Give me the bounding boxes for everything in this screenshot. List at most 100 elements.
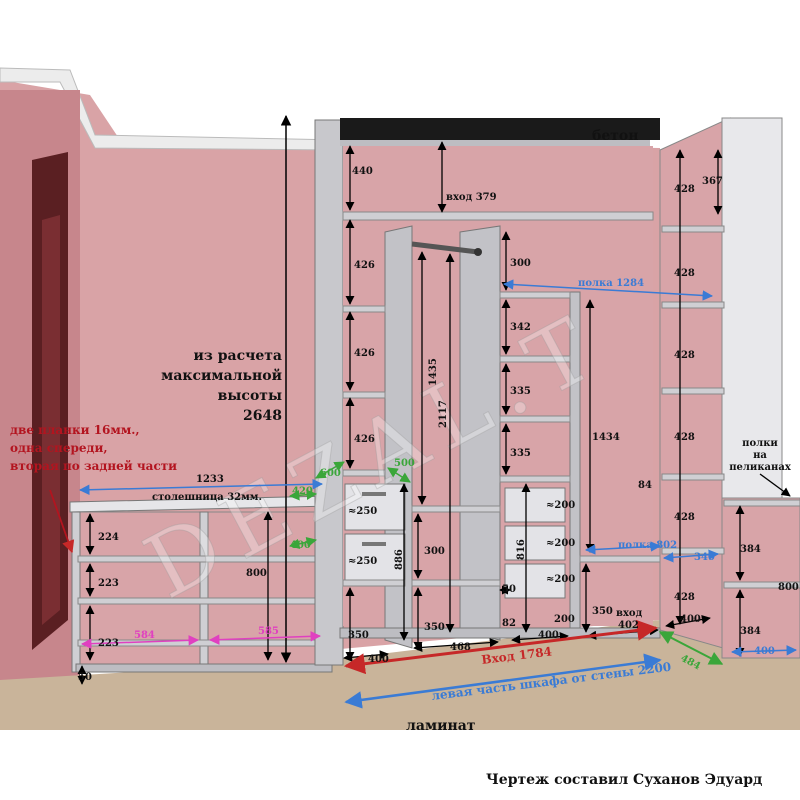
dim-200c: ≈200 — [546, 574, 575, 585]
dim-426a: 426 — [354, 260, 375, 271]
dim-2117: 2117 — [438, 400, 449, 428]
drawer-l1 — [344, 483, 406, 531]
calc-note-line-3: высоты — [218, 388, 282, 404]
wardrobe-left-side — [314, 119, 344, 666]
drawer-m1 — [504, 487, 566, 523]
dim-vhod379: вход 379 — [446, 192, 497, 203]
dim-335a: 335 — [510, 386, 531, 397]
dim-223b: 223 — [98, 638, 119, 649]
handle-l1 — [362, 492, 386, 496]
dim-340: 340 — [694, 552, 715, 563]
arrow-584 — [80, 635, 200, 649]
dim-vhod-label: вход — [616, 608, 643, 619]
arrow-600 — [315, 461, 345, 479]
calc-note-line-2: максимальной — [161, 367, 282, 384]
dim-400-far: 400 — [754, 646, 775, 657]
shelf-fr1 — [723, 499, 800, 507]
dim-223a: 223 — [98, 578, 119, 589]
dim-428f: 428 — [674, 592, 695, 603]
dim-250b: ≈250 — [348, 556, 377, 567]
dim-shelf-1284: полка 1284 — [578, 278, 644, 289]
dim-342: 342 — [510, 322, 531, 333]
dim-886: 886 — [394, 549, 405, 570]
ceiling — [0, 0, 800, 125]
wardrobe-top — [340, 140, 650, 146]
door-inner — [42, 215, 60, 625]
dim-250a: ≈250 — [348, 506, 377, 517]
dim-367: 367 — [702, 176, 723, 187]
planks-note-line-3: вторая по задней части — [10, 459, 177, 473]
dim-line-400-rc — [665, 614, 711, 630]
shelf-l4 — [342, 579, 406, 587]
drawer-m2 — [504, 525, 566, 561]
shelf-c2 — [411, 579, 501, 587]
wardrobe — [314, 117, 800, 666]
countertop-label: столешница 32мм. — [152, 492, 262, 503]
dim-426c: 426 — [354, 434, 375, 445]
shelf-l1 — [342, 305, 386, 313]
dim-428c: 428 — [674, 350, 695, 361]
shelf-m1 — [499, 291, 571, 299]
shelf-rc3 — [661, 387, 725, 395]
right-column — [659, 117, 731, 651]
dim-600: 600 — [320, 468, 341, 479]
arrow-585 — [208, 631, 322, 645]
dim-50-m: 50 — [502, 584, 516, 595]
handle-l2 — [362, 542, 386, 546]
dim-440: 440 — [352, 166, 373, 177]
rod-end — [474, 248, 482, 256]
shelf-m2 — [499, 355, 571, 363]
cabinet-plinth — [75, 663, 333, 673]
arrow-planks — [49, 489, 75, 554]
dim-426b: 426 — [354, 348, 375, 359]
dim-1434: 1434 — [592, 432, 620, 443]
dim-84: 84 — [638, 480, 652, 491]
planks-note-line-1: две планки 16мм., — [10, 423, 140, 437]
dim-384b: 384 — [740, 626, 761, 637]
dim-300-c: 300 — [424, 546, 445, 557]
shelf-l2 — [342, 391, 386, 399]
top-rail — [340, 118, 660, 140]
calc-note-line-4: 2648 — [243, 408, 282, 424]
dim-585: 585 — [258, 626, 279, 637]
dim-224: 224 — [98, 532, 119, 543]
dim-300-m: 300 — [510, 258, 531, 269]
dim-500: 500 — [394, 458, 415, 469]
shelves-note-line-1: полки — [742, 438, 778, 449]
shelf-m4 — [499, 475, 571, 483]
dim-400-bm: 400 — [538, 630, 559, 641]
arrow-802 — [584, 541, 662, 555]
shelf-m3 — [499, 415, 571, 423]
dim-200a: ≈200 — [546, 500, 575, 511]
dim-400-green: 400 — [290, 540, 311, 551]
shelves-note-line-3: пеликанах — [729, 462, 792, 473]
arrow-1233 — [78, 478, 324, 496]
shelves-note: полки на пеликанах — [729, 438, 792, 473]
hanging-rod — [411, 241, 479, 255]
dim-1435: 1435 — [428, 358, 439, 386]
dim-350-r: 350 — [592, 606, 613, 617]
dim-584: 584 — [134, 630, 155, 641]
right-lower-end-panel — [721, 497, 800, 659]
cabinet-left-panel — [71, 511, 81, 673]
arrow-400-green — [288, 537, 318, 549]
shelf-rc2 — [661, 301, 725, 309]
concrete-label: бетон — [592, 128, 639, 144]
dim-384a: 384 — [740, 544, 761, 555]
dim-428b: 428 — [674, 268, 695, 279]
right-end-panel — [721, 117, 783, 499]
top-shelf — [342, 211, 654, 221]
shelf-r-long — [579, 555, 661, 563]
arrow-1284 — [502, 279, 714, 301]
dim-468: 468 — [450, 642, 471, 653]
shelves-note-line-2: на — [753, 450, 767, 461]
author-credit: Чертеж составил Суханов Эдуард — [486, 772, 763, 788]
dim-82: 82 — [502, 618, 516, 629]
laminate-label: ламинат — [406, 718, 476, 734]
dim-428d: 428 — [674, 432, 695, 443]
dim-428a: 428 — [674, 184, 695, 195]
dim-350-left: 350 — [348, 630, 369, 641]
arrow-500 — [387, 467, 411, 483]
planks-note-line-2: одна спереди, — [10, 441, 108, 455]
dim-350-c: 350 — [424, 622, 445, 633]
